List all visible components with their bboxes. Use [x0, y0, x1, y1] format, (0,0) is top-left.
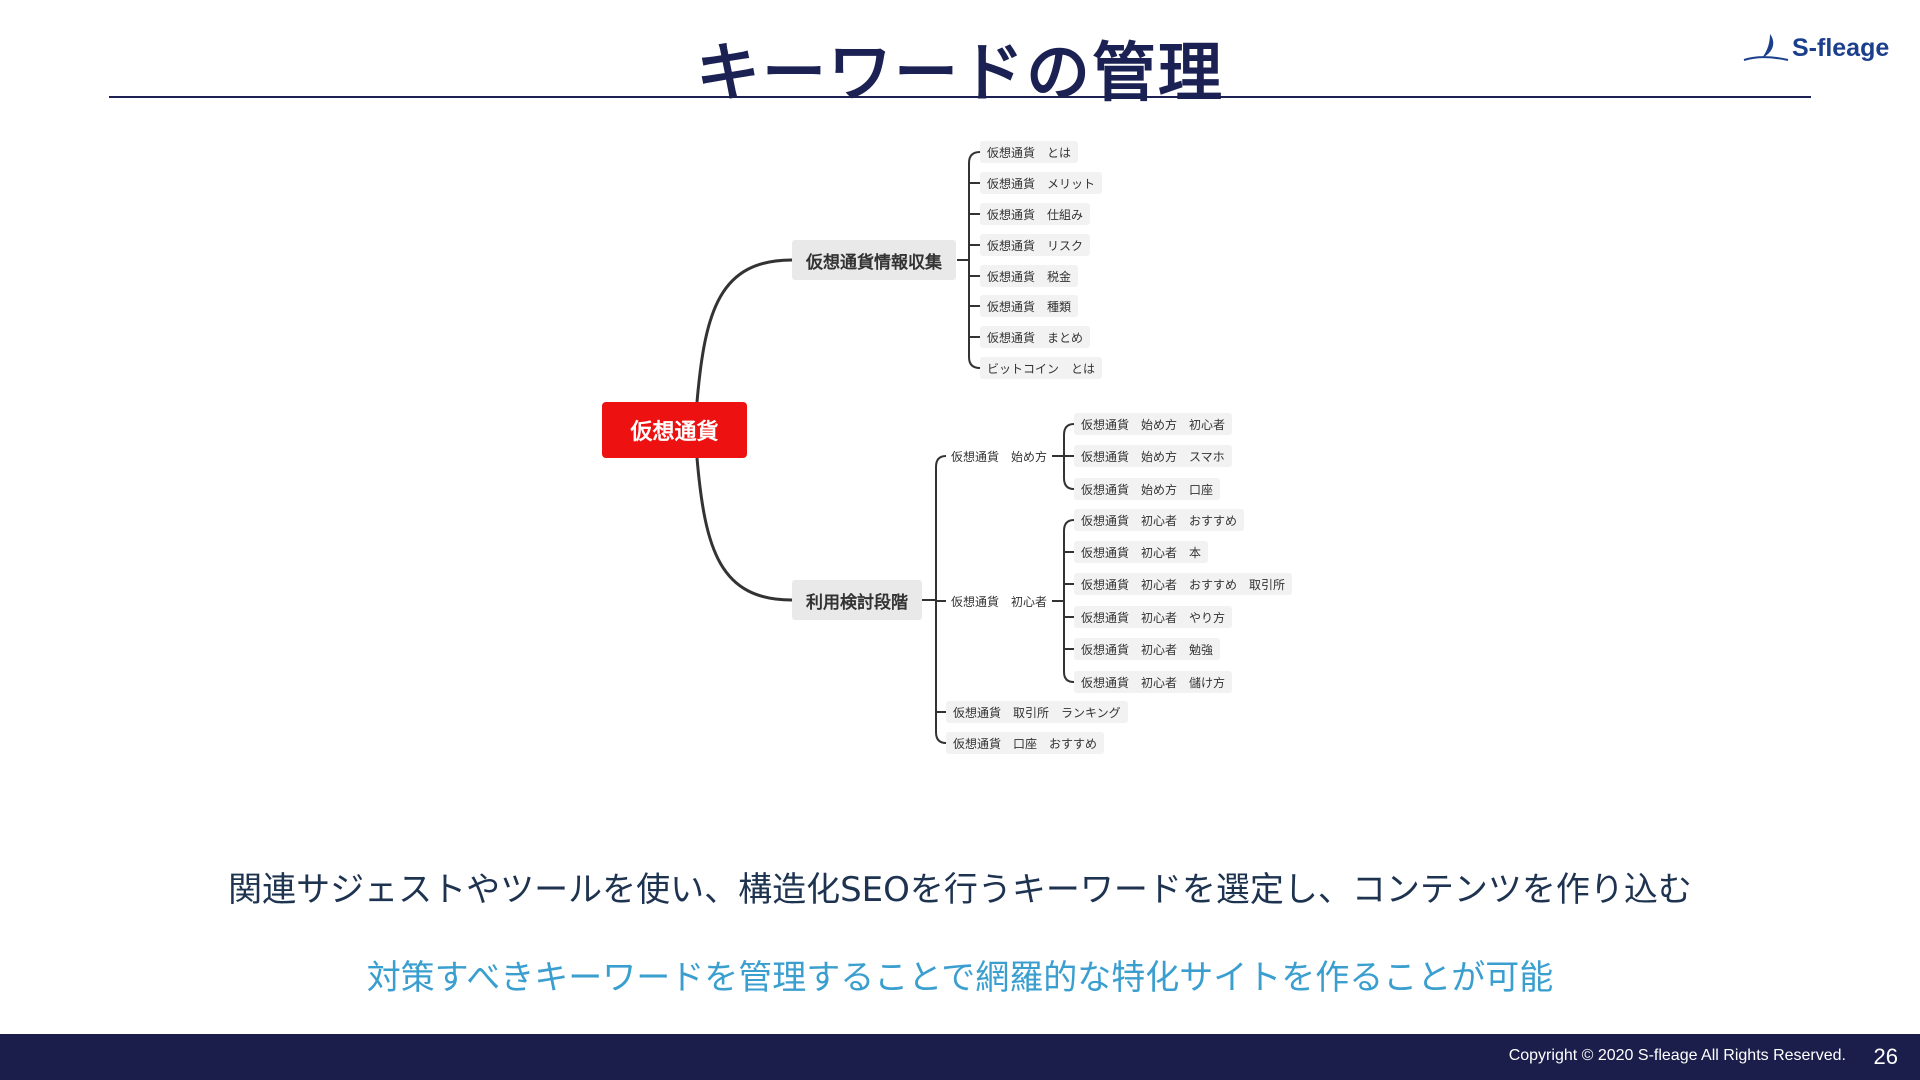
- keyword-leaf: 仮想通貨 初心者 やり方: [1074, 606, 1233, 628]
- keyword-leaf: 仮想通貨 始め方 初心者: [1074, 413, 1233, 435]
- page-number: 26: [1873, 1044, 1898, 1069]
- keyword-leaf: 仮想通貨 種類: [980, 295, 1079, 317]
- logo-text: S-fleage: [1792, 33, 1890, 62]
- branch-consideration-stage: 利用検討段階: [792, 580, 922, 620]
- keyword-leaf: 仮想通貨 仕組み: [980, 203, 1091, 225]
- keyword-leaf: 仮想通貨 まとめ: [980, 326, 1091, 348]
- keyword-leaf: 仮想通貨 初心者 本: [1074, 541, 1209, 563]
- connector-root-consider: [695, 457, 793, 602]
- slide-caption: 関連サジェストやツールを使い、構造化SEOを行うキーワードを選定し、コンテンツを…: [228, 870, 1692, 910]
- keyword-leaf: 仮想通貨 初心者 おすすめ 取引所: [1074, 573, 1293, 595]
- connector-root-info: [695, 258, 793, 403]
- sub-branch-beginner: 仮想通貨 初心者: [946, 590, 1053, 612]
- keyword-leaf: 仮想通貨 初心者 勉強: [1074, 638, 1221, 660]
- sub-branch-start: 仮想通貨 始め方: [946, 445, 1053, 467]
- keyword-leaf: 仮想通貨 リスク: [980, 234, 1091, 256]
- company-logo: S-fleage: [1740, 30, 1900, 66]
- keyword-leaf: 仮想通貨 初心者 儲け方: [1074, 671, 1233, 693]
- keyword-leaf: 仮想通貨 とは: [980, 141, 1079, 163]
- keyword-leaf: 仮想通貨 メリット: [980, 172, 1103, 194]
- keyword-leaf: 仮想通貨 取引所 ランキング: [946, 701, 1128, 723]
- branch-info-gathering: 仮想通貨情報収集: [792, 240, 956, 280]
- keyword-leaf: ビットコイン とは: [980, 357, 1103, 379]
- keyword-leaf: 仮想通貨 税金: [980, 265, 1079, 287]
- title-divider: [109, 96, 1811, 98]
- keyword-leaf: 仮想通貨 初心者 おすすめ: [1074, 509, 1245, 531]
- slide-highlight: 対策すべきキーワードを管理することで網羅的な特化サイトを作ることが可能: [366, 958, 1554, 998]
- footer-bar: Copyright © 2020 S-fleage All Rights Res…: [0, 1034, 1920, 1080]
- copyright-text: Copyright © 2020 S-fleage All Rights Res…: [1508, 1047, 1846, 1064]
- keyword-leaf: 仮想通貨 始め方 口座: [1074, 478, 1221, 500]
- mindmap-root-node: 仮想通貨: [602, 402, 747, 458]
- sail-logo-icon: [1743, 34, 1789, 61]
- slide-title: キーワードの管理: [696, 37, 1224, 111]
- keyword-leaf: 仮想通貨 口座 おすすめ: [946, 732, 1105, 754]
- keyword-leaf: 仮想通貨 始め方 スマホ: [1074, 445, 1232, 467]
